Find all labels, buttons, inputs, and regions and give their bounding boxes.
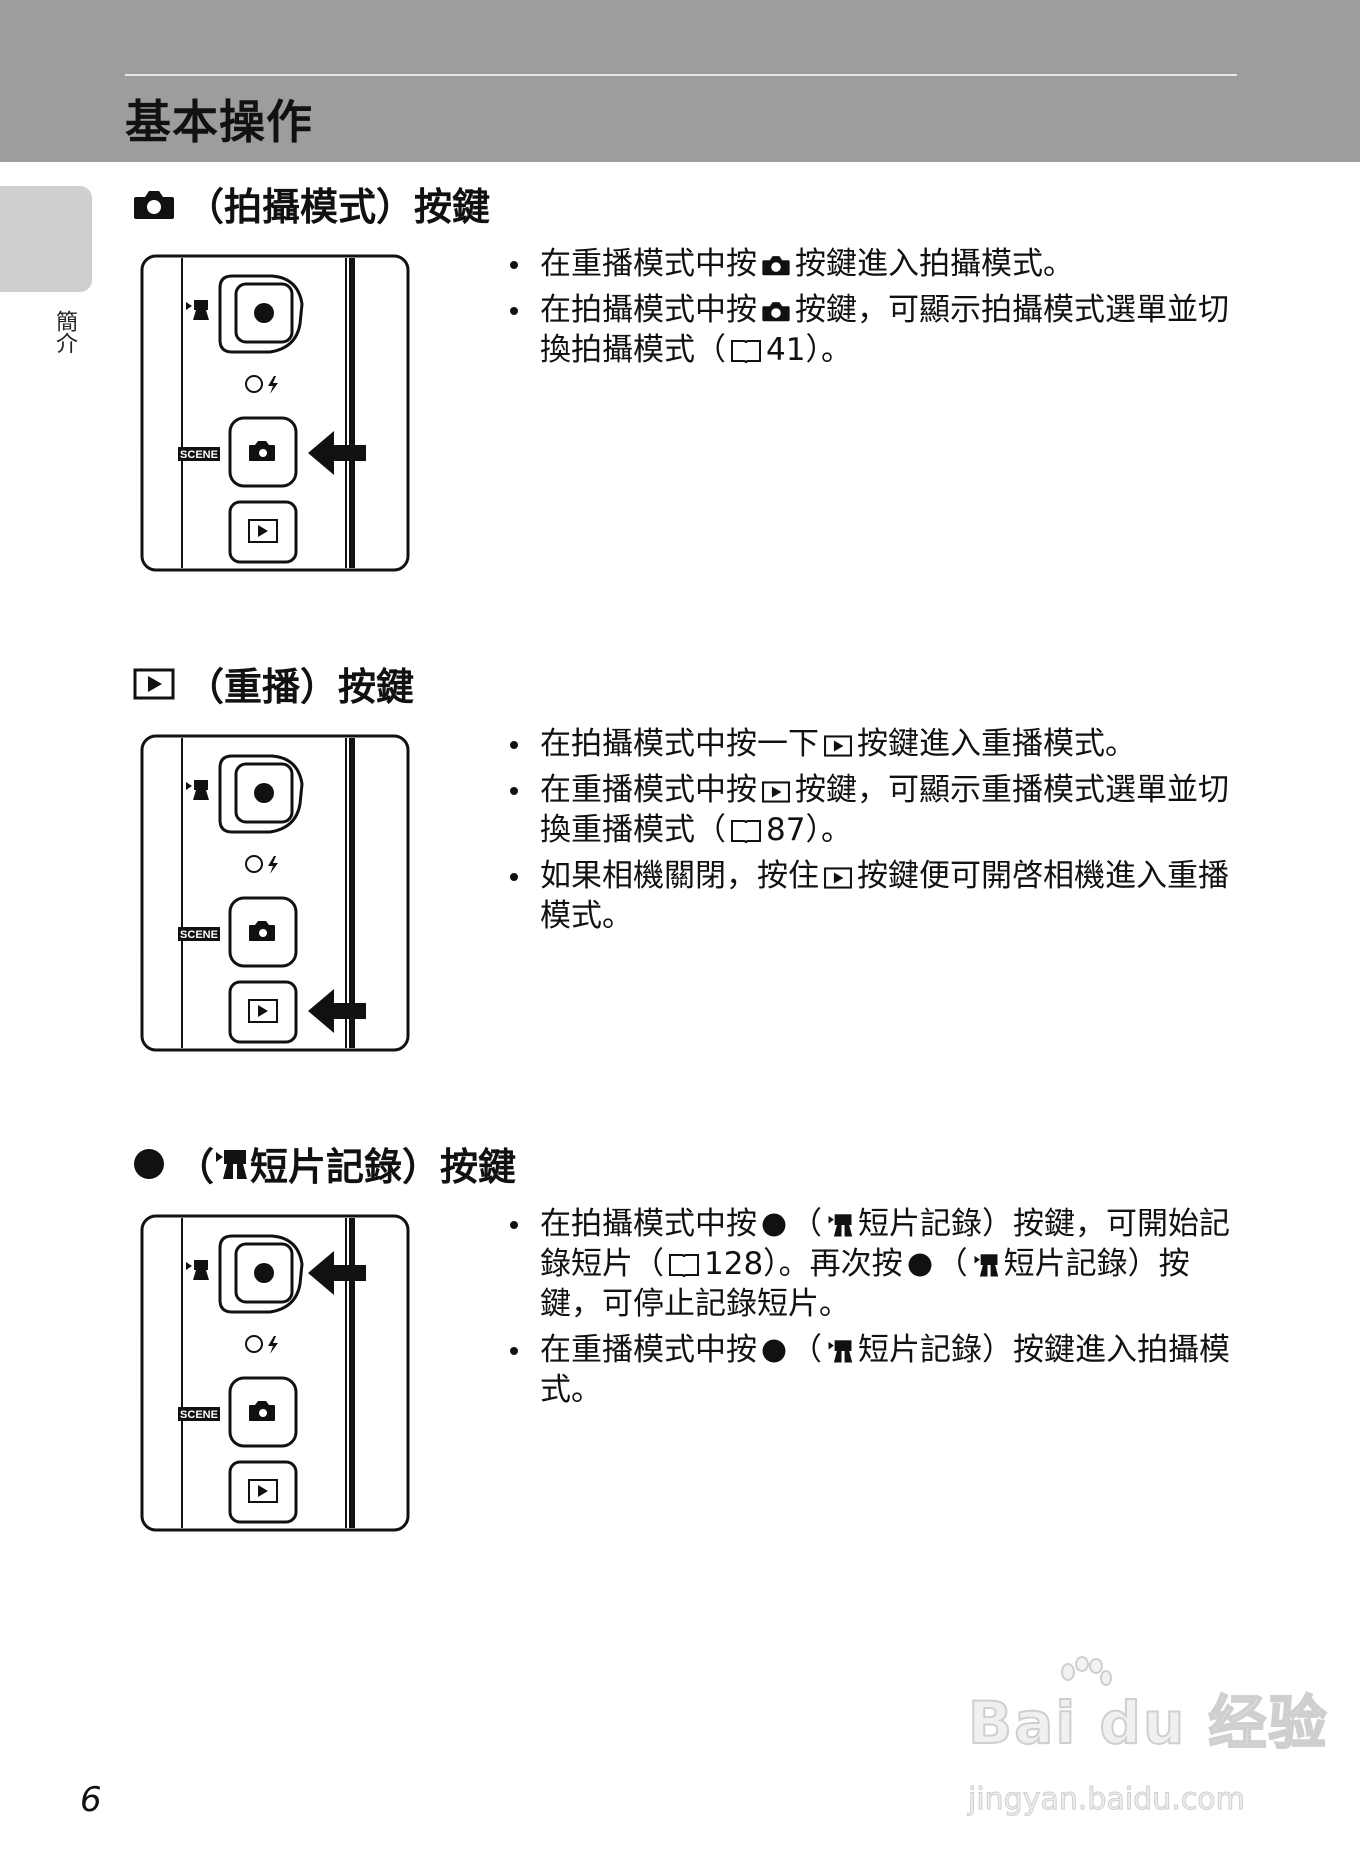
movie-icon [828,1340,853,1363]
book-icon [731,820,761,844]
scene-label: SCENE [180,449,218,461]
book-icon [731,340,761,364]
scene-label: SCENE [180,929,218,941]
section-bullets-shooting: 在重播模式中按按鍵進入拍攝模式。 在拍攝模式中按按鍵，可顯示拍攝模式選單並切換拍… [504,244,1244,376]
camera-icon [134,190,174,219]
section-title-record: （ 短片記錄）按鍵 [132,1136,516,1191]
playback-icon [762,781,790,803]
section-title-playback: （重播）按鍵 [132,656,414,711]
playback-icon [133,668,175,699]
movie-icon [216,1149,248,1179]
page-number: 6 [80,1780,102,1820]
list-item: 在拍攝模式中按一下按鍵進入重播模式。 [504,724,1244,764]
section-title-text: 短片記錄）按鍵 [250,1145,517,1189]
section-title-text: （重播）按鍵 [186,665,415,709]
playback-icon [824,735,852,757]
section-title-text: （拍攝模式）按鍵 [186,185,491,229]
camera-icon [762,256,790,276]
camera-icon [762,302,790,322]
page-title: 基本操作 [125,95,313,149]
list-item: 在重播模式中按按鍵進入拍攝模式。 [504,244,1244,284]
playback-button-illustration: SCENE [140,734,410,1052]
movie-icon [828,1214,853,1237]
record-icon [762,1339,786,1363]
section-bullets-playback: 在拍攝模式中按一下按鍵進入重播模式。 在重播模式中按按鍵，可顯示重播模式選單並切… [504,724,1244,942]
header-rule [125,74,1237,76]
section-bullets-record: 在拍攝模式中按（短片記錄）按鍵，可開始記錄短片（128）。再次按（短片記錄）按鍵… [504,1204,1244,1416]
camera-button-illustration: SCENE [140,254,410,572]
scene-label: SCENE [180,1409,218,1421]
watermark-logo: Bai du 经验 [967,1688,1329,1758]
record-button-illustration: SCENE [140,1214,410,1532]
record-icon [908,1253,932,1277]
paw-icon [1061,1656,1112,1686]
section-title-shooting: （拍攝模式）按鍵 [132,176,490,231]
list-item: 在重播模式中按（短片記錄）按鍵進入拍攝模式。 [504,1330,1244,1410]
record-icon [762,1213,786,1237]
list-item: 在拍攝模式中按（短片記錄）按鍵，可開始記錄短片（128）。再次按（短片記錄）按鍵… [504,1204,1244,1324]
list-item: 如果相機關閉，按住按鍵便可開啓相機進入重播模式。 [504,856,1244,936]
book-icon [669,1254,699,1278]
section-title-open: （ [176,1145,215,1189]
movie-icon [974,1254,998,1277]
playback-icon [824,867,852,889]
list-item: 在重播模式中按按鍵，可顯示重播模式選單並切換重播模式（87）。 [504,770,1244,850]
side-tab-label: 簡介 [52,310,77,354]
watermark-url: jingyan.baidu.com [968,1782,1246,1818]
side-tab [0,186,92,292]
list-item: 在拍攝模式中按按鍵，可顯示拍攝模式選單並切換拍攝模式（41）。 [504,290,1244,370]
record-icon [134,1148,164,1179]
header-band [0,0,1360,162]
